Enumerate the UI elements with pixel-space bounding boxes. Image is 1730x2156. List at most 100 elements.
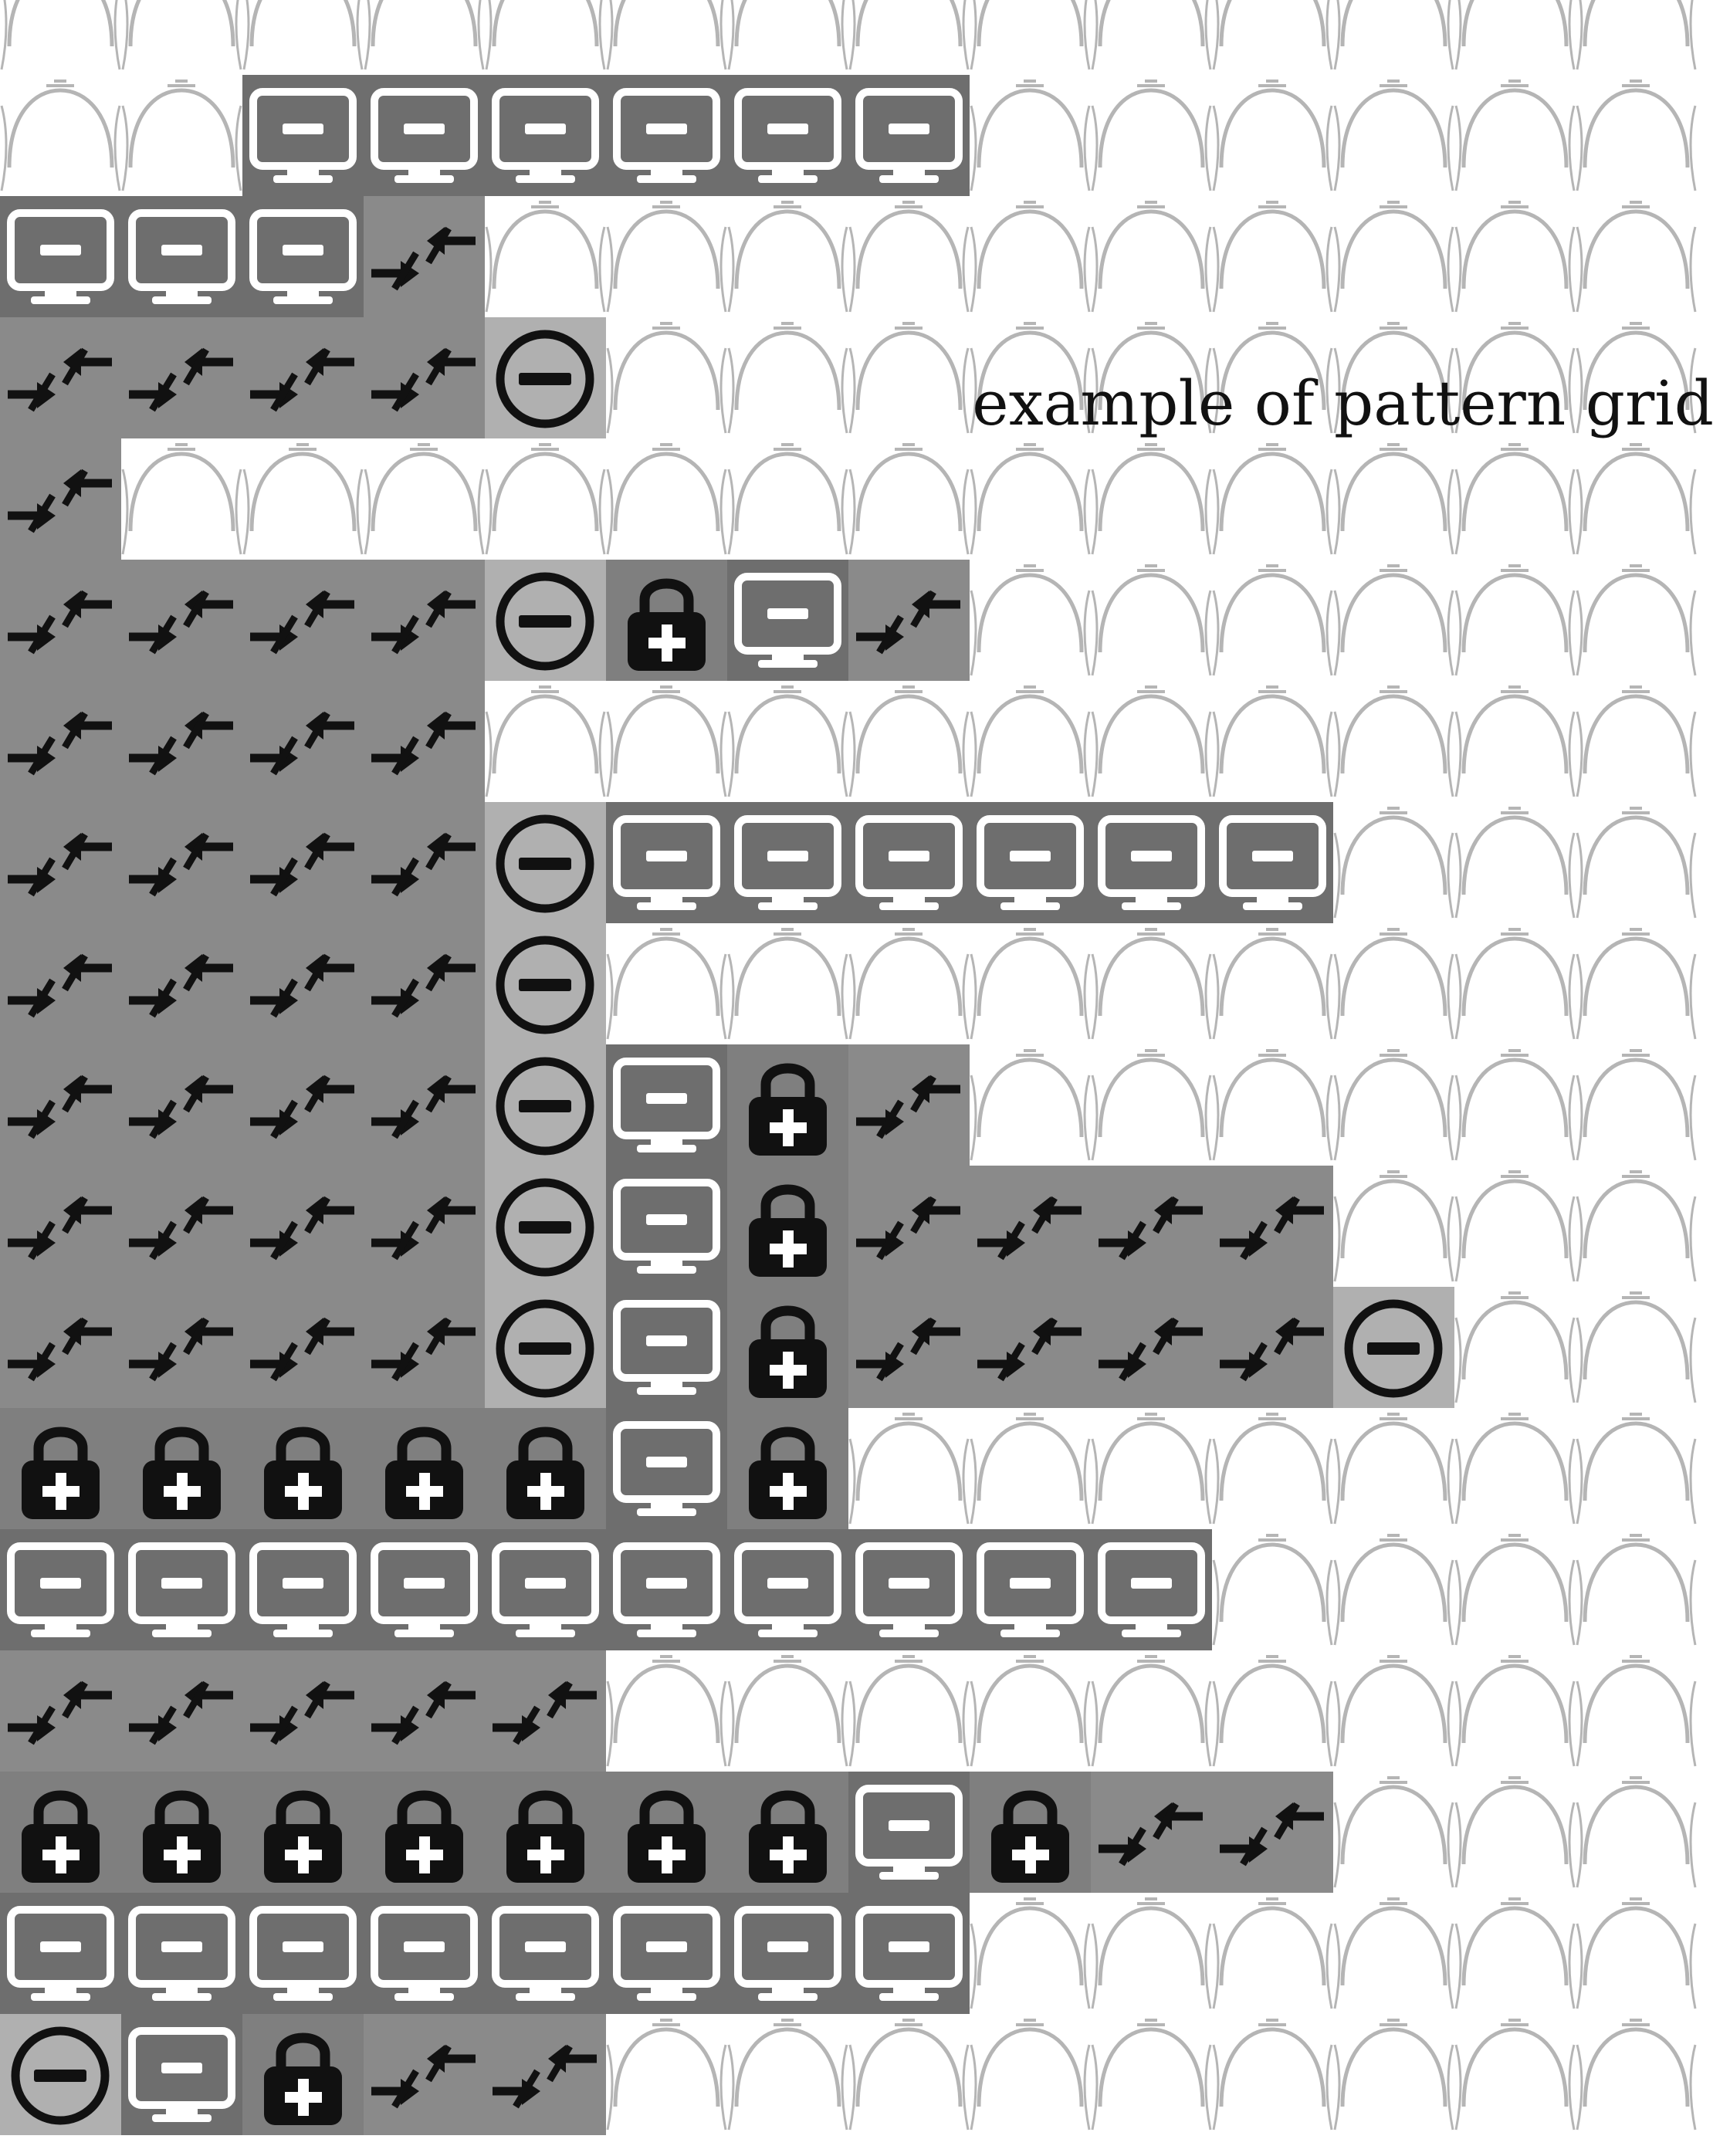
empty-arc-icon	[848, 196, 970, 317]
arrows-collapse-icon	[242, 681, 364, 802]
empty-arc-icon	[1333, 1650, 1454, 1772]
arrows-collapse-icon	[364, 923, 485, 1044]
empty-arc-icon	[1091, 1044, 1212, 1166]
arrows-collapse-icon	[121, 923, 242, 1044]
circle-minus-icon	[1333, 1287, 1454, 1408]
empty-arc-icon	[1454, 2014, 1576, 2135]
empty-arc-icon	[848, 438, 970, 560]
arrows-collapse-icon	[364, 1044, 485, 1166]
empty-arc-icon	[970, 1044, 1091, 1166]
empty-arc-icon	[1576, 1893, 1697, 2014]
arrows-collapse-icon	[242, 317, 364, 438]
empty-arc-icon	[1454, 923, 1576, 1044]
empty-arc-icon	[1333, 75, 1454, 196]
monitor-minus-icon	[485, 1529, 606, 1650]
empty-arc-icon	[1212, 1529, 1333, 1650]
empty-arc-icon	[1212, 196, 1333, 317]
empty-arc-icon	[1454, 1529, 1576, 1650]
monitor-minus-icon	[485, 75, 606, 196]
empty-arc-icon	[1212, 75, 1333, 196]
empty-arc-icon	[1212, 1893, 1333, 2014]
arrows-collapse-icon	[121, 317, 242, 438]
arrows-collapse-icon	[1212, 1166, 1333, 1287]
empty-arc-icon	[606, 317, 727, 438]
empty-arc-icon	[1091, 560, 1212, 681]
empty-arc-icon	[1454, 1893, 1576, 2014]
lock-plus-icon	[242, 1772, 364, 1893]
empty-arc-icon	[727, 317, 848, 438]
empty-arc-icon	[1454, 317, 1576, 438]
empty-arc-icon	[970, 560, 1091, 681]
lock-plus-icon	[970, 1772, 1091, 1893]
monitor-minus-icon	[606, 802, 727, 923]
empty-arc-icon	[1091, 1650, 1212, 1772]
empty-arc-icon	[1333, 802, 1454, 923]
arrows-collapse-icon	[0, 1044, 121, 1166]
empty-arc-icon	[1333, 1408, 1454, 1529]
arrows-collapse-icon	[242, 1044, 364, 1166]
empty-arc-icon	[970, 1408, 1091, 1529]
empty-arc-icon	[1576, 1166, 1697, 1287]
empty-arc-icon	[364, 0, 485, 75]
arrows-collapse-icon	[364, 1166, 485, 1287]
lock-plus-icon	[606, 560, 727, 681]
empty-arc-icon	[0, 0, 121, 75]
arrows-collapse-icon	[970, 1166, 1091, 1287]
lock-plus-icon	[364, 1408, 485, 1529]
empty-arc-icon	[121, 75, 242, 196]
arrows-collapse-icon	[0, 681, 121, 802]
empty-arc-icon	[606, 196, 727, 317]
empty-arc-icon	[1333, 196, 1454, 317]
empty-arc-icon	[1333, 438, 1454, 560]
empty-arc-icon	[1576, 1772, 1697, 1893]
circle-minus-icon	[485, 923, 606, 1044]
empty-arc-icon	[485, 196, 606, 317]
empty-arc-icon	[970, 2014, 1091, 2135]
empty-arc-icon	[970, 0, 1091, 75]
empty-arc-icon	[970, 1650, 1091, 1772]
lock-plus-icon	[121, 1772, 242, 1893]
empty-arc-icon	[1454, 681, 1576, 802]
empty-arc-icon	[1212, 0, 1333, 75]
lock-plus-icon	[485, 1772, 606, 1893]
lock-plus-icon	[727, 1044, 848, 1166]
empty-arc-icon	[1576, 2014, 1697, 2135]
circle-minus-icon	[485, 317, 606, 438]
circle-minus-icon	[485, 560, 606, 681]
arrows-collapse-icon	[0, 438, 121, 560]
circle-minus-icon	[0, 2014, 121, 2135]
empty-arc-icon	[121, 438, 242, 560]
arrows-collapse-icon	[242, 1650, 364, 1772]
empty-arc-icon	[1576, 681, 1697, 802]
monitor-minus-icon	[970, 1529, 1091, 1650]
empty-arc-icon	[848, 1408, 970, 1529]
empty-arc-icon	[1333, 1044, 1454, 1166]
empty-arc-icon	[1091, 0, 1212, 75]
arrows-collapse-icon	[0, 1650, 121, 1772]
lock-plus-icon	[242, 1408, 364, 1529]
empty-arc-icon	[606, 923, 727, 1044]
empty-arc-icon	[727, 2014, 848, 2135]
empty-arc-icon	[1454, 1166, 1576, 1287]
empty-arc-icon	[606, 0, 727, 75]
arrows-collapse-icon	[364, 2014, 485, 2135]
monitor-minus-icon	[606, 1044, 727, 1166]
empty-arc-icon	[1454, 196, 1576, 317]
arrows-collapse-icon	[121, 802, 242, 923]
arrows-collapse-icon	[0, 560, 121, 681]
lock-plus-icon	[727, 1772, 848, 1893]
empty-arc-icon	[1576, 1529, 1697, 1650]
arrows-collapse-icon	[121, 1650, 242, 1772]
arrows-collapse-icon	[364, 560, 485, 681]
arrows-collapse-icon	[364, 681, 485, 802]
empty-arc-icon	[1576, 1287, 1697, 1408]
monitor-minus-icon	[242, 1529, 364, 1650]
monitor-minus-icon	[0, 1893, 121, 2014]
empty-arc-icon	[727, 1650, 848, 1772]
empty-arc-icon	[970, 1893, 1091, 2014]
arrows-collapse-icon	[121, 1166, 242, 1287]
arrows-collapse-icon	[1212, 1772, 1333, 1893]
lock-plus-icon	[727, 1287, 848, 1408]
empty-arc-icon	[1454, 438, 1576, 560]
